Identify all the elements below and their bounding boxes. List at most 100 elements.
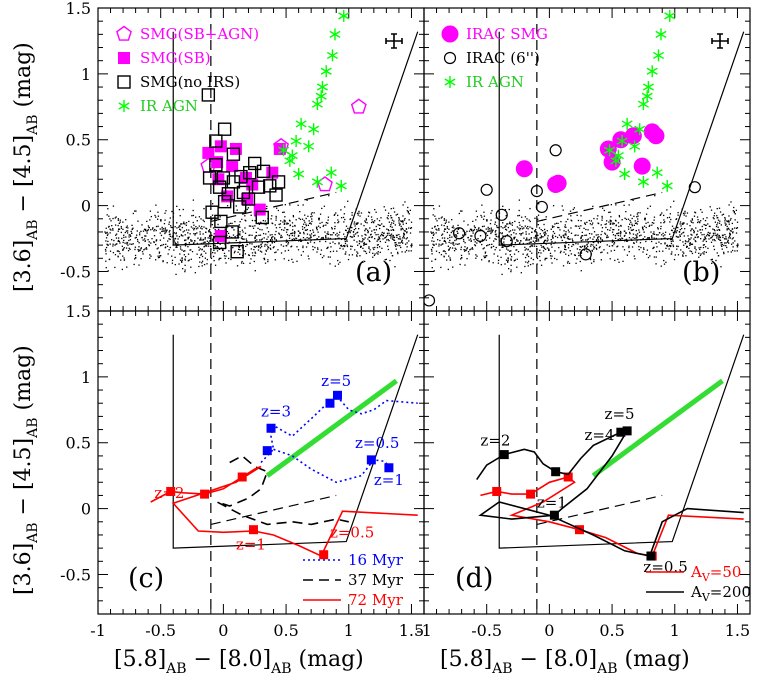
field-galaxy-dot xyxy=(149,219,151,221)
field-galaxy-dot xyxy=(633,224,635,227)
field-galaxy-dot xyxy=(488,260,490,263)
field-galaxy-dot xyxy=(306,233,309,235)
data-point xyxy=(320,65,332,78)
field-galaxy-dot xyxy=(321,256,324,259)
field-galaxy-dot xyxy=(228,223,230,225)
field-galaxy-dot xyxy=(375,225,377,228)
field-galaxy-dot xyxy=(544,259,546,261)
data-point xyxy=(652,49,665,62)
field-galaxy-dot xyxy=(433,208,435,210)
field-galaxy-dot xyxy=(287,249,290,252)
field-galaxy-dot xyxy=(234,250,236,253)
field-galaxy-dot xyxy=(326,247,328,250)
data-point xyxy=(621,117,633,130)
field-galaxy-dot xyxy=(443,239,446,242)
field-galaxy-dot xyxy=(544,233,546,236)
x-axis-title-mid: − [8.0] xyxy=(187,647,272,672)
field-galaxy-dot xyxy=(704,224,707,226)
field-galaxy-dot xyxy=(703,233,705,236)
field-galaxy-dot xyxy=(636,235,638,237)
field-galaxy-dot xyxy=(721,234,724,237)
field-galaxy-dot xyxy=(599,237,602,239)
field-galaxy-dot xyxy=(676,236,679,238)
field-galaxy-dot xyxy=(436,239,439,241)
field-galaxy-dot xyxy=(158,251,161,253)
field-galaxy-dot xyxy=(343,213,346,215)
field-galaxy-dot xyxy=(459,263,461,266)
field-galaxy-dot xyxy=(448,228,450,230)
field-galaxy-dot xyxy=(457,243,459,246)
field-galaxy-dot xyxy=(537,240,540,242)
field-galaxy-dot xyxy=(516,240,518,242)
field-galaxy-dot xyxy=(435,228,437,230)
field-galaxy-dot xyxy=(649,224,651,227)
field-galaxy-dot xyxy=(365,252,368,255)
field-galaxy-dot xyxy=(274,251,276,254)
field-galaxy-dot xyxy=(377,253,379,255)
field-galaxy-dot xyxy=(519,229,521,231)
field-galaxy-dot xyxy=(464,250,466,252)
legend-marker xyxy=(441,25,459,43)
field-galaxy-dot xyxy=(583,246,586,248)
field-galaxy-dot xyxy=(690,220,692,222)
field-galaxy-dot xyxy=(716,252,718,254)
field-galaxy-dot xyxy=(205,252,207,254)
field-galaxy-dot xyxy=(383,225,385,228)
field-galaxy-dot xyxy=(121,245,124,247)
x-axis-title-sub1: AB xyxy=(165,661,186,677)
legend-marker xyxy=(444,76,456,88)
redshift-label: z=5 xyxy=(605,405,635,423)
field-galaxy-dot xyxy=(183,221,185,223)
field-galaxy-dot xyxy=(211,238,214,240)
field-galaxy-dot xyxy=(572,244,575,246)
field-galaxy-dot xyxy=(714,240,716,242)
field-galaxy-dot xyxy=(317,225,320,227)
field-galaxy-dot xyxy=(181,257,183,259)
field-galaxy-dot xyxy=(130,235,132,237)
field-galaxy-dot xyxy=(630,238,632,240)
field-galaxy-dot xyxy=(363,224,365,227)
field-galaxy-dot xyxy=(483,255,485,257)
field-galaxy-dot xyxy=(599,241,602,244)
field-galaxy-dot xyxy=(443,219,445,221)
field-galaxy-dot xyxy=(244,219,246,221)
field-galaxy-dot xyxy=(431,253,433,255)
field-galaxy-dot xyxy=(411,243,413,245)
field-galaxy-dot xyxy=(138,249,140,251)
field-galaxy-dot xyxy=(562,209,564,211)
field-galaxy-dot xyxy=(544,257,547,260)
field-galaxy-dot xyxy=(468,253,470,255)
field-galaxy-dot xyxy=(610,250,612,252)
field-galaxy-dot xyxy=(146,248,148,250)
field-galaxy-dot xyxy=(192,199,195,201)
field-galaxy-dot xyxy=(284,216,286,218)
field-galaxy-dot xyxy=(164,231,166,233)
field-galaxy-dot xyxy=(660,243,662,245)
field-galaxy-dot xyxy=(358,210,360,213)
field-galaxy-dot xyxy=(694,247,696,250)
field-galaxy-dot xyxy=(571,238,573,240)
field-galaxy-dot xyxy=(210,257,213,260)
field-galaxy-dot xyxy=(272,247,275,249)
field-galaxy-dot xyxy=(679,235,681,238)
field-galaxy-dot xyxy=(261,251,263,253)
field-galaxy-dot xyxy=(710,209,713,211)
field-galaxy-dot xyxy=(436,229,438,231)
field-galaxy-dot xyxy=(581,235,583,237)
field-galaxy-dot xyxy=(133,263,135,266)
field-galaxy-dot xyxy=(246,208,248,211)
field-galaxy-dot xyxy=(518,209,520,212)
y-tick-label: 0 xyxy=(81,197,91,216)
field-galaxy-dot xyxy=(302,250,304,253)
field-galaxy-dot xyxy=(205,228,208,230)
y-tick-label: 0.5 xyxy=(66,131,91,150)
field-galaxy-dot xyxy=(578,227,581,229)
field-galaxy-dot xyxy=(690,260,692,263)
field-galaxy-dot xyxy=(203,246,205,248)
field-galaxy-dot xyxy=(125,236,127,238)
field-galaxy-dot xyxy=(705,235,708,237)
field-galaxy-dot xyxy=(522,242,525,245)
field-galaxy-dot xyxy=(651,236,653,238)
field-galaxy-dot xyxy=(137,240,139,242)
field-galaxy-dot xyxy=(231,226,233,229)
